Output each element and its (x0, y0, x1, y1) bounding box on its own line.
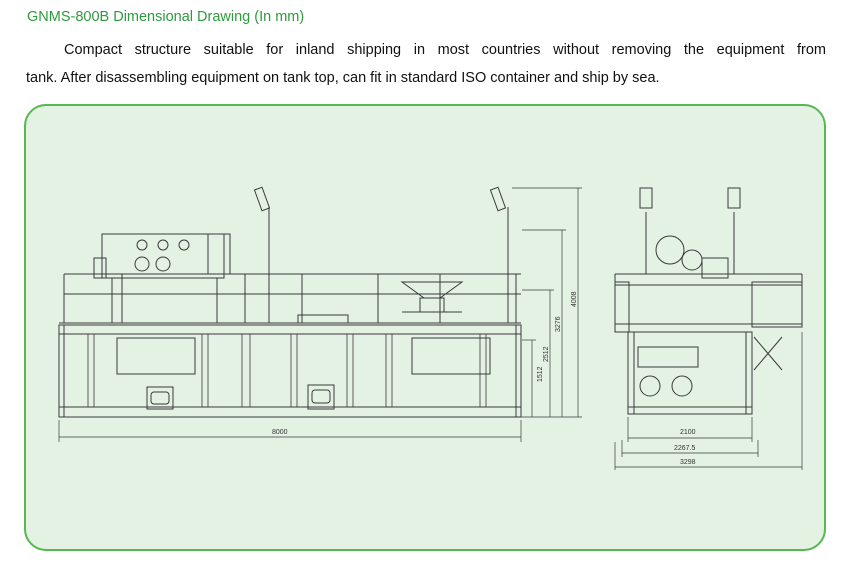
dimensional-drawing: 8000 1512 2512 3276 4008 (58, 186, 803, 470)
height-4008: 4008 (571, 291, 578, 307)
deck-equipment (297, 314, 349, 324)
dim-heights: 1512 2512 3276 4008 (512, 187, 582, 418)
end-tank-body (627, 331, 753, 415)
mud-hopper (400, 281, 464, 313)
tank-window-1 (116, 337, 196, 375)
drawing-panel: 8000 1512 2512 3276 4008 (24, 104, 826, 551)
drawing-title: GNMS-800B Dimensional Drawing (In mm) (27, 9, 305, 25)
end-view: 2100 2267.5 3298 (614, 187, 803, 470)
manhole-1 (146, 386, 174, 410)
light-mast-1 (253, 186, 271, 323)
handrail (63, 273, 521, 323)
dim-widths: 2100 2267.5 3298 (614, 332, 803, 470)
description-text: Compact structure suitable for inland sh… (26, 36, 826, 92)
length-label: 8000 (272, 429, 288, 436)
width-3298: 3298 (680, 459, 696, 466)
height-2512: 2512 (543, 346, 550, 362)
width-2100: 2100 (680, 429, 696, 436)
height-1512: 1512 (537, 366, 544, 382)
light-mast-2 (489, 186, 509, 323)
width-2267: 2267.5 (674, 445, 696, 452)
description-line-2: tank. After disassembling equipment on t… (26, 70, 660, 86)
height-3276: 3276 (555, 316, 562, 332)
tank-window-2 (411, 337, 491, 375)
tank-body (58, 324, 522, 418)
desander-unit (93, 233, 231, 323)
side-view: 8000 1512 2512 3276 4008 (58, 186, 582, 442)
description-line-1: Compact structure suitable for inland sh… (64, 42, 826, 58)
dim-length: 8000 (58, 420, 522, 442)
manhole-2 (307, 384, 335, 410)
